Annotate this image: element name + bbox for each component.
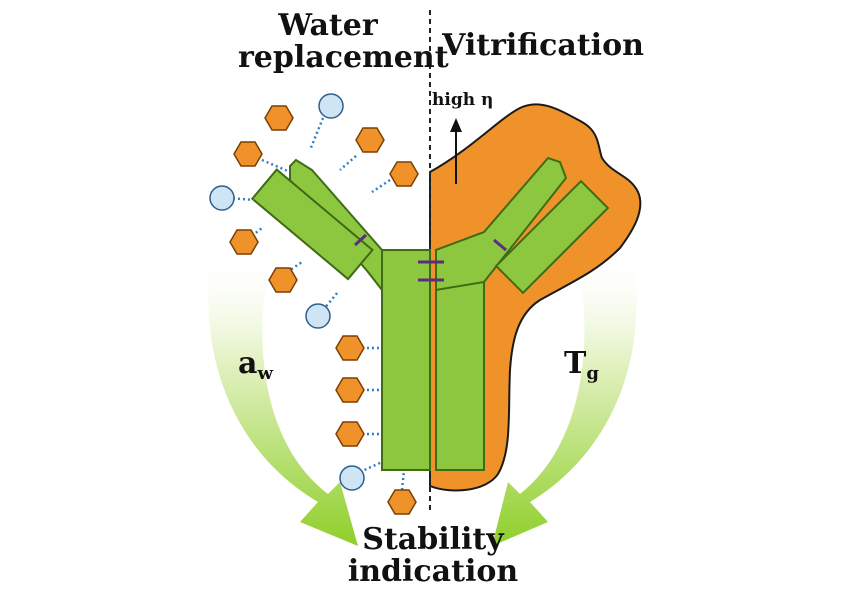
glass-transition-label: Tg: [564, 348, 624, 384]
viscosity-label: high η: [432, 90, 494, 110]
left-disulfide-bond: [353, 233, 368, 247]
right-green-arrow: [492, 250, 637, 546]
glass-transition-base: T: [564, 346, 587, 381]
sugar-hexagon: [335, 335, 365, 361]
right-title: Vitrification: [442, 28, 644, 63]
sugar-hexagon: [264, 105, 294, 131]
water-circle: [305, 303, 331, 329]
bottom-label: Stability indication: [347, 522, 519, 589]
glass-transition-subscript: g: [586, 363, 599, 384]
water-activity-subscript: w: [257, 363, 273, 384]
right-antibody-half: [435, 156, 610, 471]
water-molecules: [209, 93, 365, 491]
water-circle: [339, 465, 365, 491]
left-antibody-half: [250, 158, 431, 471]
water-activity-base: a: [238, 346, 258, 381]
viscosity-arrow: [450, 118, 462, 184]
left-title: Water replacement: [238, 8, 449, 75]
water-activity-label: aw: [238, 348, 298, 384]
sugar-hexagon: [229, 229, 259, 255]
water-circle: [209, 185, 235, 211]
sugar-hexagon: [389, 161, 419, 187]
left-green-arrow: [208, 250, 358, 546]
right-disulfide-bond: [493, 238, 507, 252]
sugar-molecules: [229, 105, 419, 515]
sugar-hexagon: [355, 127, 385, 153]
sugar-hexagon: [335, 377, 365, 403]
hinge-disulfide-bonds: [418, 260, 444, 282]
sugar-hexagon: [335, 421, 365, 447]
right-heavy-arm: [435, 156, 568, 292]
sugar-hexagon: [268, 267, 298, 293]
sugar-hexagon: [233, 141, 263, 167]
water-circle: [318, 93, 344, 119]
left-light-chain: [250, 168, 374, 281]
right-light-chain: [494, 179, 610, 295]
sugar-hexagon: [387, 489, 417, 515]
left-heavy-chain: [381, 249, 431, 471]
